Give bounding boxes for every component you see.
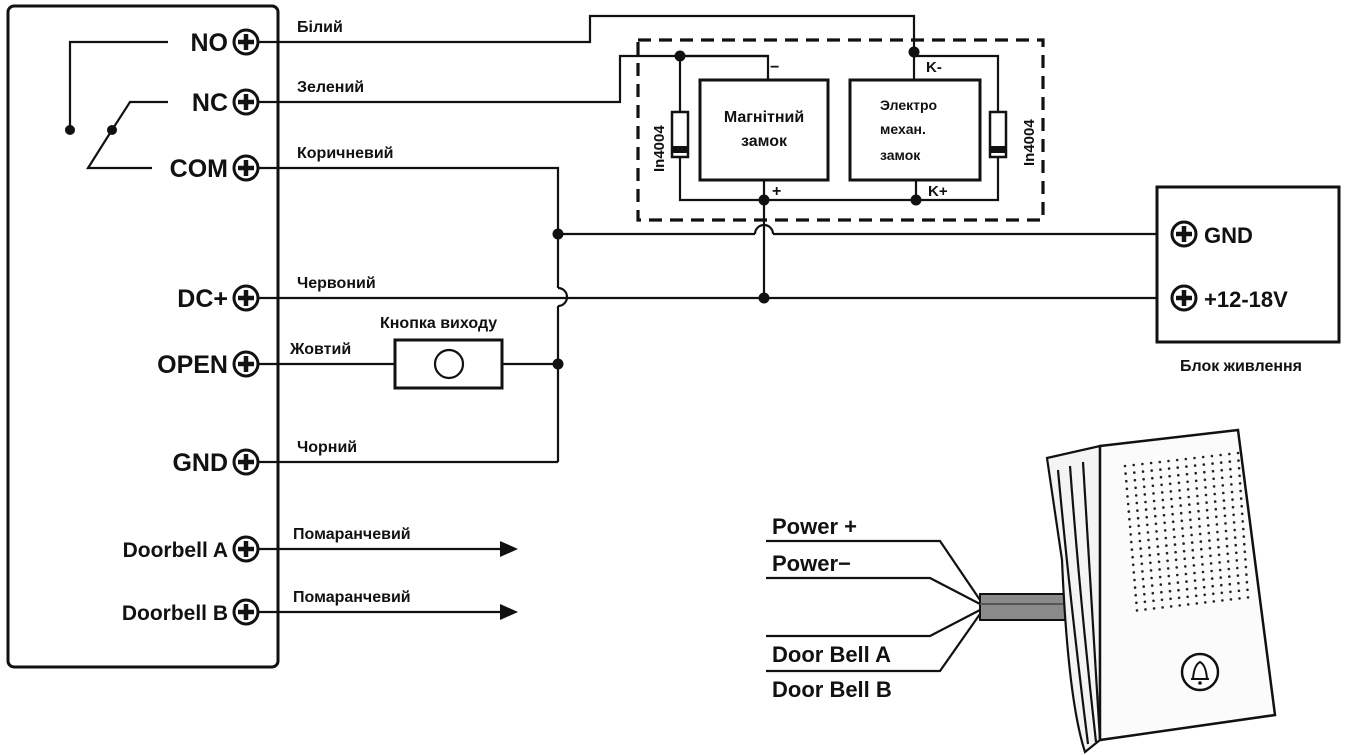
- k-minus-label: K-: [926, 59, 942, 76]
- terminal-gnd-label: GND: [172, 449, 228, 477]
- electromech-lock: [848, 78, 982, 182]
- wire-green: [258, 54, 770, 104]
- terminal-nc-label: NC: [192, 89, 228, 117]
- psu-gnd-label: GND: [1204, 223, 1253, 248]
- relay-contacts: [65, 40, 168, 170]
- doorbell-power-minus-label: Power−: [772, 551, 851, 576]
- wire-red-label: Червоний: [297, 275, 376, 292]
- terminal-screw-icon: [232, 448, 260, 476]
- psu-vplus-label: +12-18V: [1204, 287, 1288, 312]
- wire-orange-b-label: Помаранчевий: [293, 589, 411, 606]
- wire-black-label: Чорний: [297, 439, 357, 456]
- arrow-right-icon: [500, 541, 518, 557]
- lock-minus-label: −: [770, 59, 779, 76]
- power-supply-box: [1155, 185, 1341, 344]
- magnetic-lock-line1: Магнітний: [724, 109, 804, 126]
- magnetic-lock: [698, 78, 830, 182]
- diode-left-label: In4004: [651, 125, 668, 172]
- terminal-no-label: NO: [191, 29, 229, 57]
- wire-orange-a-label: Помаранчевий: [293, 526, 411, 543]
- terminal-screw-icon: [232, 598, 260, 626]
- psu-caption: Блок живлення: [1180, 358, 1302, 375]
- diode-icon: [988, 110, 1008, 159]
- wire-yellow-label: Жовтий: [289, 341, 351, 358]
- wire-white-label: Білий: [297, 19, 343, 36]
- terminal-screw-icon: [232, 350, 260, 378]
- doorbell-wires: [766, 539, 981, 673]
- doorbell-bell-a-label: Door Bell A: [772, 642, 891, 667]
- terminal-screw-icon: [1170, 220, 1198, 248]
- magnetic-lock-line2: замок: [741, 133, 788, 150]
- electromech-lock-line3: замок: [880, 147, 921, 163]
- bell-icon: [1191, 660, 1209, 685]
- terminal-screw-icon: [232, 88, 260, 116]
- wire-green-label: Зелений: [297, 79, 364, 96]
- controller-box: [6, 4, 280, 669]
- terminal-com-label: COM: [170, 155, 228, 183]
- terminal-screw-icon: [232, 154, 260, 182]
- terminal-screw-icon: [1170, 284, 1198, 312]
- exit-button: [393, 338, 504, 390]
- electromech-lock-line1: Электро: [880, 97, 937, 113]
- doorbell-device: [1045, 428, 1277, 754]
- bell-button: [1180, 652, 1220, 692]
- terminal-doorbell-b-label: Doorbell B: [122, 602, 228, 625]
- k-plus-label: K+: [928, 183, 948, 200]
- terminal-doorbell-a-label: Doorbell A: [123, 539, 228, 562]
- lock-module-dashed-box: [636, 38, 1045, 222]
- doorbell-power-plus-label: Power +: [772, 514, 857, 539]
- terminal-screw-icon: [232, 28, 260, 56]
- lock-plus-label: +: [772, 183, 781, 200]
- doorbell-cable: [979, 593, 1069, 621]
- diode-icon: [670, 110, 690, 159]
- diode-right-label: In4004: [1021, 119, 1038, 166]
- electromech-lock-line2: механ.: [880, 121, 926, 137]
- terminal-screw-icon: [232, 284, 260, 312]
- wire-white: [258, 14, 916, 52]
- exit-button-label: Кнопка виходу: [380, 315, 497, 332]
- terminal-dcplus-label: DC+: [177, 285, 228, 313]
- wire-brown: [258, 166, 560, 462]
- terminal-open-label: OPEN: [157, 351, 228, 379]
- doorbell-bell-b-label: Door Bell B: [772, 677, 892, 702]
- terminal-screw-icon: [232, 535, 260, 563]
- arrow-right-icon: [500, 604, 518, 620]
- wire-brown-label: Коричневий: [297, 145, 394, 162]
